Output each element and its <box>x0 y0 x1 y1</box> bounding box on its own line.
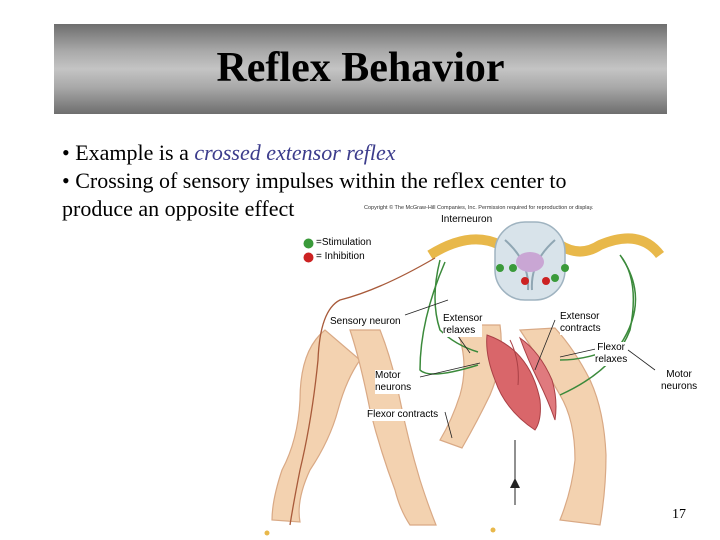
inhibition-legend-label: = Inhibition <box>316 251 365 262</box>
flexor-relaxes-line-2: relaxes <box>595 354 628 365</box>
sensory-neuron-label: Sensory neuron <box>330 316 401 328</box>
bullet-1: • Example is a crossed extensor reflex <box>62 139 682 167</box>
nerve-paths <box>289 254 637 526</box>
motor-neurons-right-line-2: neurons <box>661 381 698 392</box>
extensor-relaxes-line-1: Extensor <box>443 313 483 324</box>
bullet-2-line-2: produce an opposite effect <box>62 196 295 221</box>
synapse-markers <box>496 264 569 285</box>
motor-neurons-right-label: Motor neurons <box>661 369 698 393</box>
motor-neurons-right-line-1: Motor <box>666 369 692 380</box>
slide-title: Reflex Behavior <box>216 45 505 91</box>
right-leg <box>439 324 607 526</box>
interneuron-label: Interneuron <box>441 214 493 226</box>
spinal-cord <box>427 221 665 301</box>
motor-neurons-left-line-1: Motor <box>375 370 401 381</box>
copyright-notice: Copyright © The McGraw-Hill Companies, I… <box>364 205 594 211</box>
title-bar: Reflex Behavior <box>54 24 667 114</box>
bullet-1-text: • Example is a <box>62 140 195 165</box>
flexor-relaxes-line-1: Flexor <box>597 342 626 353</box>
flexor-relaxes-label: Flexor relaxes <box>595 342 628 366</box>
ground-markers <box>264 527 496 536</box>
extensor-relaxes-line-2: relaxes <box>443 325 476 336</box>
bullet-list: • Example is a crossed extensor reflex •… <box>62 139 682 223</box>
stimulation-legend-label: =Stimulation <box>316 237 372 248</box>
extensor-contracts-label: Extensor contracts <box>560 311 601 335</box>
left-leg <box>271 329 437 526</box>
motor-neurons-left-line-2: neurons <box>375 382 412 393</box>
bullet-1-emphasis: crossed extensor reflex <box>194 140 396 165</box>
stimulation-legend-icon <box>303 238 314 249</box>
extensor-contracts-line-1: Extensor <box>560 311 600 322</box>
extensor-contracts-line-2: contracts <box>560 323 601 334</box>
bullet-2-line-1: • Crossing of sensory impulses within th… <box>62 168 567 193</box>
page-number: 17 <box>672 507 686 522</box>
flexor-contracts-label: Flexor contracts <box>367 409 439 421</box>
extensor-relaxes-label: Extensor relaxes <box>443 313 483 337</box>
inhibition-legend-icon <box>303 252 314 263</box>
motor-neurons-left-label: Motor neurons <box>375 370 412 394</box>
